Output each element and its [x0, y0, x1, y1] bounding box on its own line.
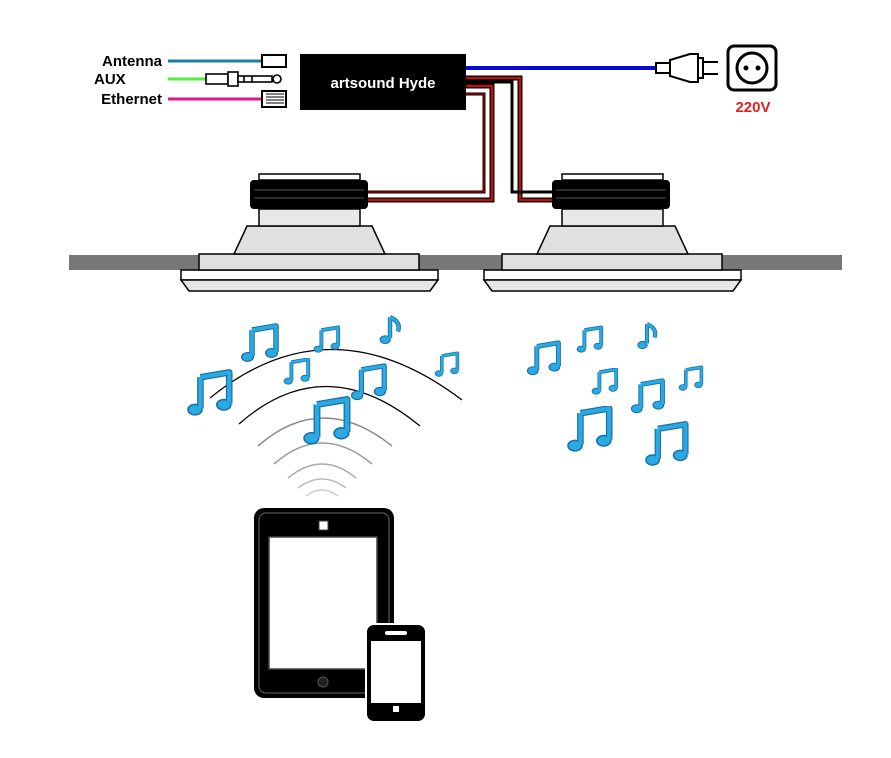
music-note-icon — [303, 400, 349, 445]
power-connection: 220V — [466, 44, 778, 116]
voltage-label: 220V — [735, 99, 770, 116]
music-note-icon — [527, 343, 560, 375]
music-note-icon — [631, 381, 664, 413]
ethernet-label: Ethernet — [101, 91, 162, 108]
speaker-wires — [368, 75, 552, 203]
music-note-icon — [577, 327, 603, 352]
smartphone-icon — [365, 623, 427, 723]
ceiling-speaker-icon — [482, 173, 743, 292]
music-note-icon — [314, 327, 340, 352]
music-note-icon — [435, 353, 459, 376]
wireless-signal-icon — [209, 348, 463, 497]
music-note-icon — [284, 359, 310, 384]
music-note-icon — [567, 408, 611, 451]
ethernet-plug-icon — [261, 90, 287, 108]
device-name: artsound Hyde — [330, 75, 435, 92]
right-speaker-wire — [466, 75, 552, 203]
ceiling — [69, 255, 842, 270]
music-notes-right — [527, 324, 703, 466]
amplifier-box: artsound Hyde — [300, 54, 466, 110]
tablet-icon — [254, 508, 394, 698]
ceiling-speaker-icon — [179, 173, 440, 292]
music-notes-left — [187, 317, 459, 444]
wall-socket-icon — [726, 44, 778, 92]
music-note-icon — [645, 424, 688, 465]
aux-jack-icon — [205, 71, 282, 87]
music-note-icon — [380, 317, 399, 344]
music-note-icon — [637, 324, 655, 349]
aux-label: AUX — [94, 71, 126, 88]
music-note-icon — [241, 326, 278, 362]
antenna-connector-icon — [261, 54, 287, 68]
music-note-icon — [187, 372, 231, 415]
music-note-icon — [592, 369, 618, 394]
antenna-label: Antenna — [102, 53, 163, 70]
power-plug-icon — [655, 53, 718, 83]
music-note-icon — [679, 367, 703, 390]
input-wires — [168, 54, 287, 108]
